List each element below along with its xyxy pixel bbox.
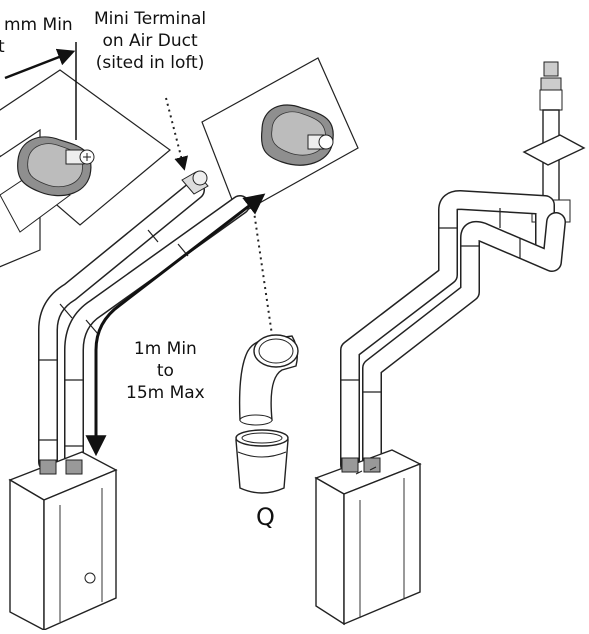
mini-terminal-cap (181, 170, 209, 195)
boiler-left (8, 451, 118, 632)
length-range-line3: 15m Max (126, 383, 205, 403)
dimension-label-line2: t (0, 37, 5, 57)
length-arrow (85, 193, 266, 457)
mini-terminal-leader (165, 97, 188, 171)
adaptor-fitting-q (235, 429, 289, 494)
component-letter-label: Q (256, 503, 275, 531)
length-range-label: 1m Min to 15m Max (126, 338, 205, 404)
mini-terminal-line2: on Air Duct (102, 31, 198, 51)
dimension-arrow-top (4, 42, 77, 140)
flue-pipe-left-outer (38, 180, 205, 472)
pipe-joints-right (340, 208, 521, 393)
elbow-fitting (238, 334, 299, 426)
mini-terminal-line1: Mini Terminal (94, 9, 207, 29)
dimension-label-line1: mm Min (4, 15, 73, 35)
length-range-line1: 1m Min (133, 339, 197, 359)
roof-terminal-right (260, 104, 334, 166)
dimension-label-cropped: mm Min t (0, 14, 73, 58)
mini-terminal-line3: (sited in loft) (95, 53, 205, 73)
roof-terminal-left (17, 136, 95, 197)
mini-terminal-label: Mini Terminal on Air Duct (sited in loft… (94, 8, 206, 74)
length-range-line2: to (156, 361, 174, 381)
fitting-leader (251, 197, 273, 336)
flue-pipes-right (340, 190, 566, 475)
boiler-right (314, 449, 422, 626)
